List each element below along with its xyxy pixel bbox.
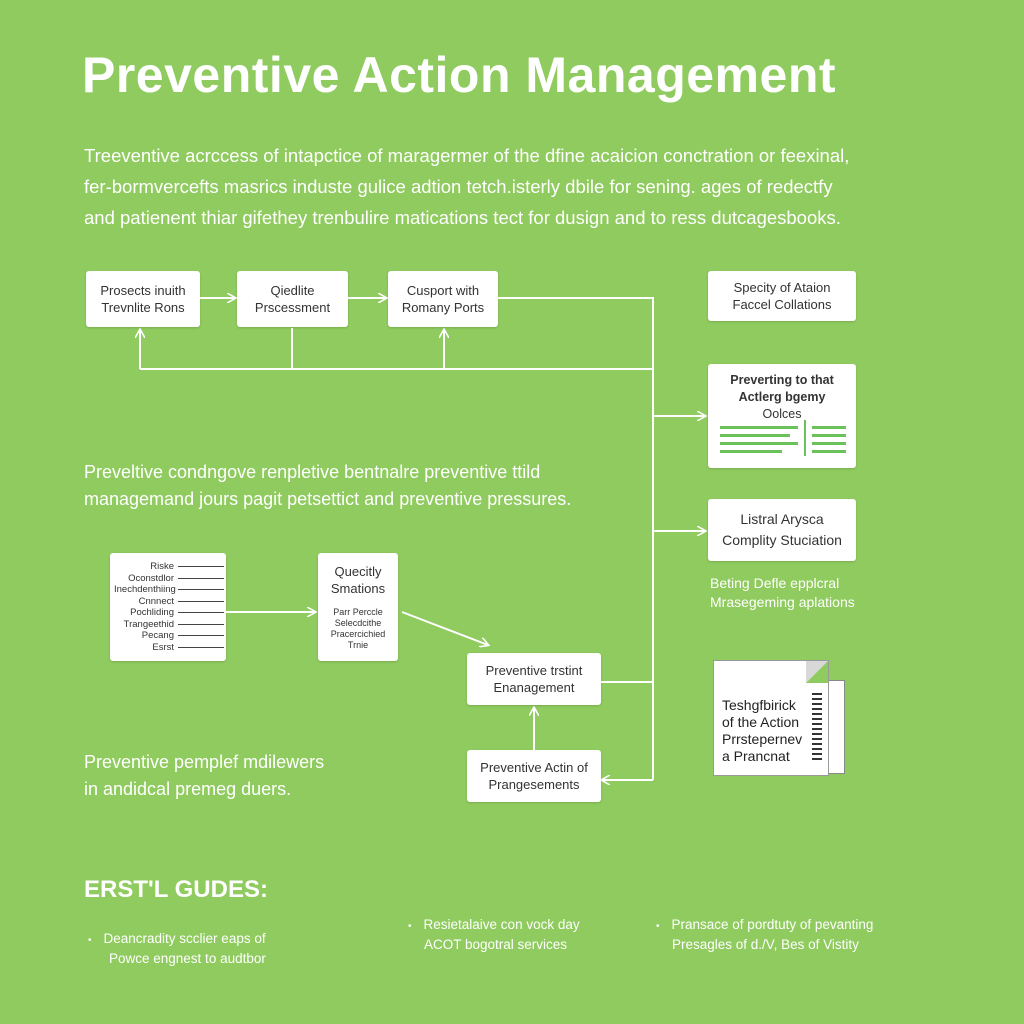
- doc-title-line: Preverting to that: [730, 373, 834, 387]
- para-line: managemand jours pagit petsettict and pr…: [84, 489, 572, 509]
- box-label: Quecitly: [334, 564, 382, 579]
- file-page-icon: Teshgfbirick of the Action Prrstepernev …: [713, 660, 829, 776]
- para-line: in andidcal premeg duers.: [84, 779, 292, 799]
- arrow-quality-enanagement: [401, 611, 488, 645]
- page-title: Preventive Action Management: [82, 47, 837, 103]
- box-label: Prangesements: [488, 777, 580, 792]
- box-label: Complity Stuciation: [722, 532, 842, 548]
- intro-line: fer-bormvercefts masrics induste gulice …: [84, 176, 833, 197]
- right-caption: Beting Defle epplcral Mrasegeming aplati…: [710, 574, 855, 612]
- file-card: Teshgfbirick of the Action Prrstepernev …: [713, 660, 845, 776]
- box-small-label: Trnie: [347, 640, 369, 650]
- action-box: Preventive Actin of Prangesements: [467, 750, 601, 802]
- flow-box-prosects: Prosects inuith Trevnlite Rons: [86, 271, 200, 327]
- caption-line: Mrasegeming aplations: [710, 594, 855, 610]
- barcode-icon: [812, 693, 822, 763]
- box-label: Listral Arysca: [740, 511, 824, 527]
- list-item: Oconstdlor: [114, 573, 224, 585]
- list-item: Trangeethid: [114, 619, 224, 631]
- connector-box3-trunk: [498, 297, 654, 780]
- intro-line: and patienent thiar gifethey trenbulire …: [84, 207, 841, 228]
- list-item: Riske: [114, 561, 224, 573]
- para-line: Preventive pemplef mdilewers: [84, 752, 325, 772]
- flow-box-cusport: Cusport with Romany Ports: [388, 271, 498, 327]
- file-text-line: a Prancnat: [722, 748, 790, 764]
- list-item: Cnnnect: [114, 596, 224, 608]
- para-line: Preveltive condngove renpletive bentnalr…: [84, 462, 541, 482]
- box-label: Preventive Actin of: [480, 760, 588, 775]
- page-fold-icon: [806, 661, 828, 683]
- guide-line: Deancradity scclier eaps of: [103, 931, 266, 946]
- doc-title-line: Oolces: [762, 407, 802, 421]
- file-text-line: Prrstepernev: [722, 731, 803, 747]
- caption-line: Beting Defle epplcral: [710, 575, 840, 591]
- box-small-label: Parr Perccle: [333, 607, 383, 617]
- box-label: Prosects inuith: [100, 283, 186, 298]
- file-text-line: of the Action: [722, 714, 800, 730]
- lower-paragraph: Preventive pemplef mdilewers in andidcal…: [84, 749, 324, 803]
- bullet-icon: •: [408, 921, 412, 932]
- bullet-icon: •: [656, 921, 660, 932]
- bullet-icon: •: [88, 935, 92, 946]
- guide-line: ACOT bogotral services: [424, 937, 568, 952]
- list-item: Inechdenthiing: [114, 584, 224, 596]
- list-item: Pecang: [114, 630, 224, 642]
- box-label: Specity of Ataion: [733, 280, 831, 295]
- box-label: Prscessment: [254, 300, 331, 315]
- guide-item: • Resietalaive con vock day ACOT bogotral…: [408, 916, 580, 954]
- doc-title-line: Actlerg bgemy: [738, 390, 826, 404]
- box-label: Preventive trstint: [485, 663, 583, 678]
- box-small-label: Selecdcithe: [334, 618, 382, 628]
- box-label: Cusport with: [406, 283, 480, 298]
- document-card: Preverting to that Actlerg bgemy Oolces: [708, 364, 856, 468]
- mid-paragraph: Preveltive condngove renpletive bentnalr…: [84, 459, 571, 513]
- box-label: Faccel Collations: [732, 297, 832, 312]
- list-item: Esrst: [114, 642, 224, 654]
- guides-heading: ERST'L GUDES:: [84, 876, 268, 903]
- box-label: Enanagement: [493, 680, 575, 695]
- enanagement-box: Preventive trstint Enanagement: [467, 653, 601, 705]
- guide-line: Resietalaive con vock day: [423, 917, 580, 932]
- box-small-label: Pracercichied: [330, 629, 386, 639]
- spec-box: Specity of Ataion Faccel Collations: [708, 271, 856, 321]
- intro-paragraph: Treeventive acrccess of intapctice of ma…: [84, 140, 944, 233]
- quality-box: Quecitly Smations Parr Perccle Selecdcit…: [318, 553, 398, 661]
- box-label: Qiedlite: [270, 283, 315, 298]
- box-label: Trevnlite Rons: [101, 300, 185, 315]
- list-item: Pochliding: [114, 607, 224, 619]
- guide-line: Presagles of d./V, Bes of Vistity: [672, 937, 859, 952]
- flow-box-qiedlite: Qiedlite Prscessment: [237, 271, 348, 327]
- guide-line: Pransace of pordtuty of pevanting: [671, 917, 874, 932]
- box-label: Romany Ports: [401, 300, 485, 315]
- risk-list-box: Riske Oconstdlor Inechdenthiing Cnnnect …: [110, 553, 226, 661]
- intro-line: Treeventive acrccess of intapctice of ma…: [84, 145, 850, 166]
- guide-item: • Deancradity scclier eaps of Powce engne…: [88, 930, 266, 968]
- file-text-line: Teshgfbirick: [722, 697, 796, 713]
- guide-line: Powce engnest to audtbor: [109, 951, 266, 966]
- guide-item: • Pransace of pordtuty of pevanting Presa…: [656, 916, 873, 954]
- box-label: Smations: [330, 581, 386, 596]
- list-arysca-box: Listral Arysca Complity Stuciation: [708, 499, 856, 561]
